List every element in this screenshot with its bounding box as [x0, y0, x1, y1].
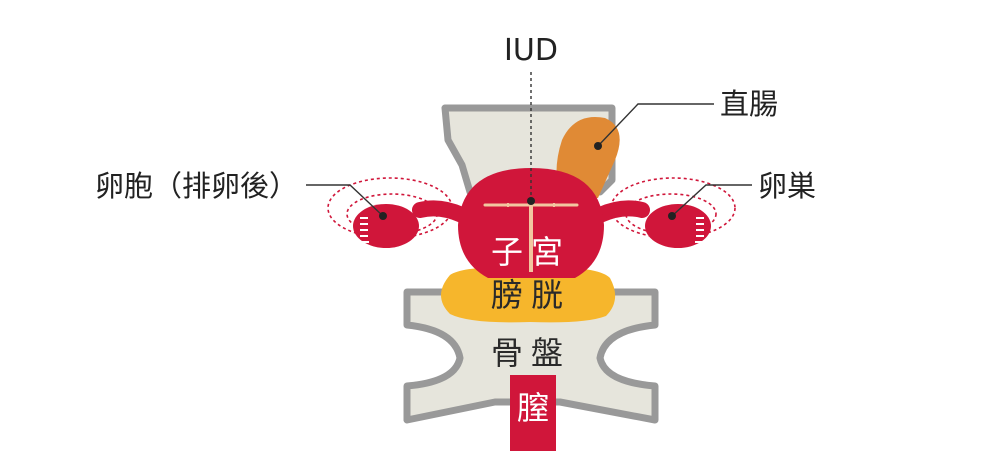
rectum-leader-dot [594, 142, 602, 150]
pelvis-bone [403, 288, 659, 424]
right-orbit-inner [625, 193, 717, 235]
ovary-label: 卵巣 [758, 169, 816, 203]
pelvis-label: 骨盤 [491, 334, 571, 372]
vagina-shape [510, 375, 556, 451]
right-ovary-fringe [695, 217, 704, 243]
follicle-leader-dot [379, 212, 387, 220]
left-ovary-shape [353, 204, 419, 248]
right-fallopian-tube [592, 200, 650, 223]
follicle-label: 卵胞（排卵後） [95, 169, 298, 203]
iud-label: IUD [504, 33, 558, 68]
right-ovary-shape [645, 204, 711, 248]
iud-leader-dot [527, 197, 535, 205]
left-ovary-fringe [360, 217, 369, 243]
ovary-leader-dot [668, 212, 676, 220]
follicle-leader [306, 184, 384, 217]
bladder-shape [441, 267, 616, 323]
bladder-label: 膀胱 [491, 276, 571, 314]
uterus-label: 子宮 [491, 233, 571, 271]
ovary-leader [671, 184, 752, 217]
rectum-leader [597, 103, 714, 147]
left-fallopian-tube [412, 200, 470, 223]
rectum-label: 直腸 [720, 87, 778, 121]
vagina-label: 膣 [517, 389, 549, 427]
